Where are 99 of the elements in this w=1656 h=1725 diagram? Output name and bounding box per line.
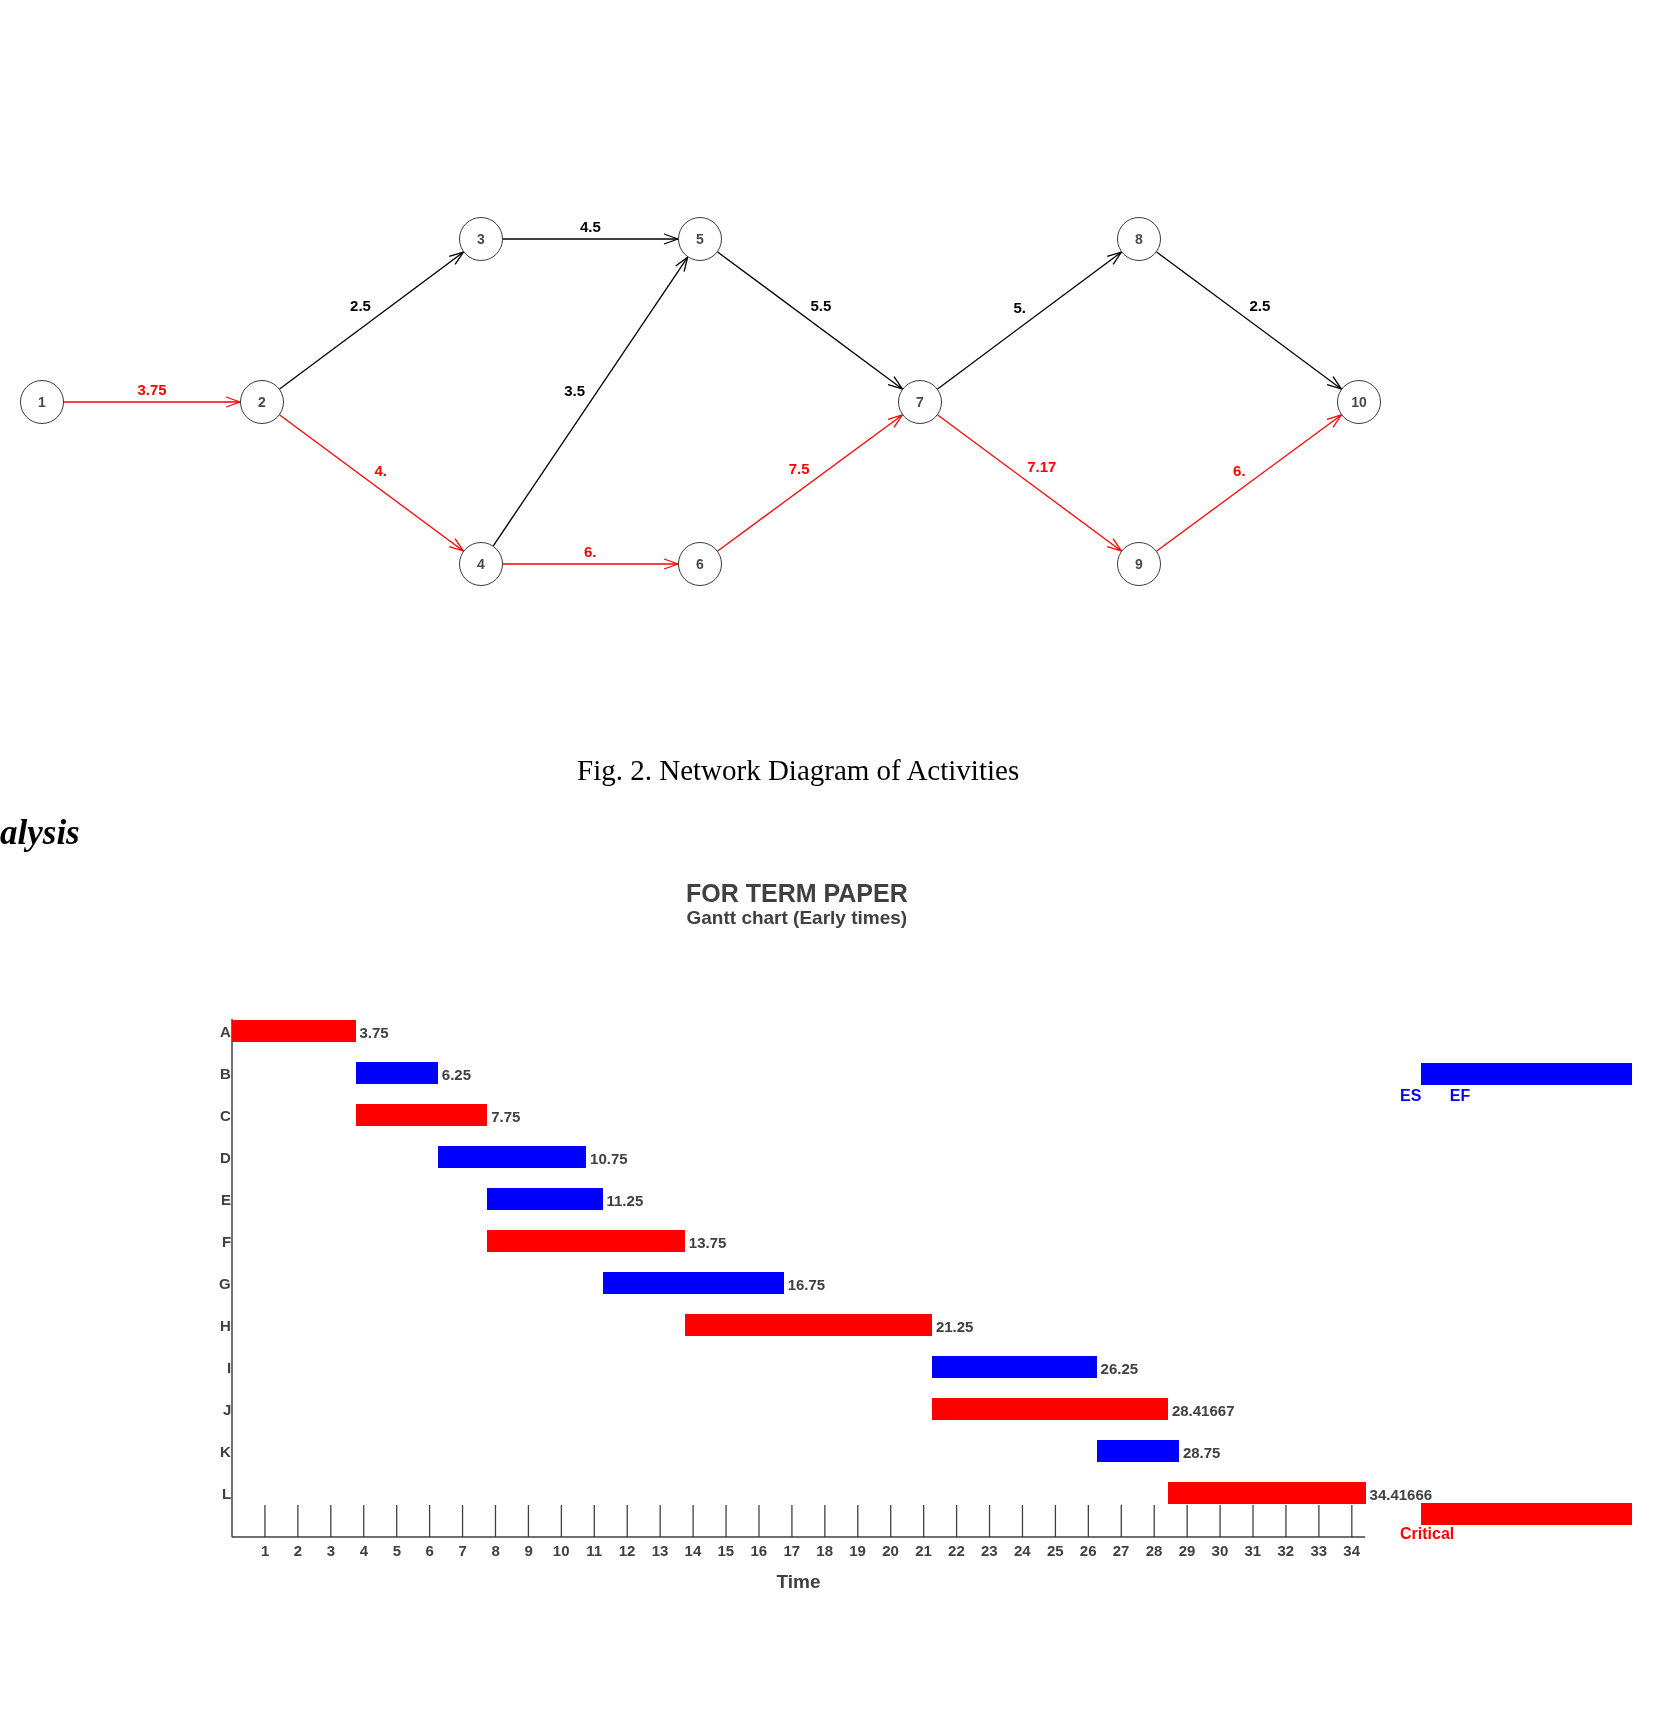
- gantt-bar: [232, 1020, 356, 1042]
- tick-label: 22: [948, 1541, 965, 1559]
- tick-label: 13: [651, 1541, 669, 1559]
- value-label: 26.25: [1100, 1359, 1139, 1377]
- tick-label: 32: [1277, 1541, 1295, 1559]
- value-label: 7.75: [491, 1107, 521, 1125]
- tick-label: 26: [1079, 1541, 1097, 1559]
- row-label: G: [219, 1274, 231, 1292]
- tick-label: 16: [750, 1541, 768, 1559]
- gantt-bar: [487, 1188, 603, 1210]
- gantt-bar: [437, 1146, 587, 1168]
- gantt-bar: [684, 1314, 932, 1336]
- arrow: [717, 251, 903, 390]
- legend-label: Critical: [1400, 1525, 1455, 1543]
- arrow: [937, 414, 1122, 552]
- gantt-bar: [1167, 1482, 1366, 1504]
- arrow: [502, 233, 679, 245]
- tick-label: 31: [1244, 1541, 1262, 1559]
- numbered-circle: 2: [240, 380, 284, 424]
- tick-label: 33: [1310, 1541, 1328, 1559]
- tick-label: 21: [915, 1541, 932, 1559]
- tick-label: 11: [586, 1541, 603, 1559]
- numbered-circle: 8: [1117, 217, 1161, 261]
- gantt-bar: [1096, 1440, 1179, 1462]
- value-label: 21.25: [935, 1317, 974, 1335]
- tick-label: 25: [1046, 1541, 1064, 1559]
- axis-title: Time: [776, 1571, 821, 1593]
- numbered-circle: 5: [678, 217, 722, 261]
- gantt-bar: [931, 1356, 1097, 1378]
- tick-label: 9: [524, 1541, 533, 1559]
- row-label: I: [227, 1358, 232, 1376]
- row-label: E: [221, 1190, 231, 1208]
- value-label: 16.75: [787, 1275, 826, 1293]
- chart-subtitle: Gantt chart (Early times): [686, 907, 908, 929]
- tick-label: 28: [1145, 1541, 1163, 1559]
- tick-label: 15: [717, 1541, 735, 1559]
- value-label: 6.25: [441, 1065, 472, 1083]
- tick-label: 14: [684, 1541, 702, 1559]
- row-label: H: [220, 1316, 231, 1334]
- value-label: 34.41666: [1369, 1485, 1433, 1503]
- numbered-circle: 6: [678, 542, 722, 586]
- value-label: 10.75: [590, 1149, 628, 1167]
- value-label: 3.75: [359, 1023, 389, 1041]
- value-label: 28.75: [1182, 1443, 1221, 1461]
- value-label: 13.75: [688, 1233, 727, 1251]
- tick-label: 24: [1013, 1541, 1031, 1559]
- legend-label: ES EF: [1400, 1087, 1471, 1105]
- gantt-bar: [487, 1230, 685, 1252]
- tick-label: 27: [1112, 1541, 1130, 1559]
- gantt-bar: [931, 1398, 1168, 1420]
- row-label: D: [220, 1148, 231, 1166]
- numbered-circle: 9: [1117, 542, 1161, 586]
- section-heading: alysis: [0, 813, 80, 853]
- arrow: [717, 414, 903, 552]
- gantt-bar: [602, 1272, 784, 1294]
- gantt-bar: [355, 1062, 438, 1084]
- chart-title: FOR TERM PAPER: [686, 879, 908, 907]
- arrow: [1156, 414, 1342, 552]
- tick-label: 6: [425, 1541, 434, 1559]
- tick-label: 7: [458, 1541, 467, 1559]
- numbered-circle: 3: [459, 217, 503, 261]
- tick-label: 18: [816, 1541, 834, 1559]
- row-label: L: [222, 1484, 232, 1502]
- tick-label: 4: [359, 1541, 369, 1559]
- row-label: K: [220, 1442, 231, 1460]
- tick-label: 29: [1178, 1541, 1196, 1559]
- numbered-circle: 4: [459, 542, 503, 586]
- tick-label: 30: [1211, 1541, 1229, 1559]
- row-label: B: [220, 1064, 231, 1082]
- tick-label: 12: [618, 1541, 636, 1559]
- tick-label: 34: [1343, 1541, 1360, 1559]
- numbered-circle: 10: [1337, 380, 1381, 424]
- numbered-circle: 7: [898, 380, 942, 424]
- value-label: 11.25: [606, 1191, 644, 1209]
- tick-label: 23: [981, 1541, 998, 1559]
- arrow: [63, 396, 241, 408]
- figure-caption: Fig. 2. Network Diagram of Activities: [577, 753, 1020, 787]
- tick-label: 19: [849, 1541, 866, 1559]
- arrow: [492, 256, 689, 547]
- tick-label: 17: [783, 1541, 801, 1559]
- arrow: [502, 558, 679, 570]
- tick-label: 20: [882, 1541, 899, 1559]
- arrow: [1156, 251, 1342, 390]
- value-label: 28.41667: [1171, 1401, 1235, 1419]
- arrow: [278, 251, 465, 390]
- arrow: [279, 414, 464, 552]
- tick-label: 8: [491, 1541, 500, 1559]
- tick-label: 5: [392, 1541, 401, 1559]
- gantt-bar: [355, 1104, 488, 1126]
- arrow: [936, 251, 1123, 390]
- row-label: J: [223, 1400, 232, 1418]
- row-label: A: [220, 1022, 231, 1040]
- row-label: C: [220, 1106, 231, 1124]
- tick-label: 2: [293, 1541, 303, 1559]
- numbered-circle: 1: [20, 380, 64, 424]
- tick-label: 3: [326, 1541, 336, 1559]
- tick-label: 1: [260, 1541, 270, 1559]
- tick-label: 10: [552, 1541, 570, 1559]
- row-label: F: [222, 1232, 232, 1250]
